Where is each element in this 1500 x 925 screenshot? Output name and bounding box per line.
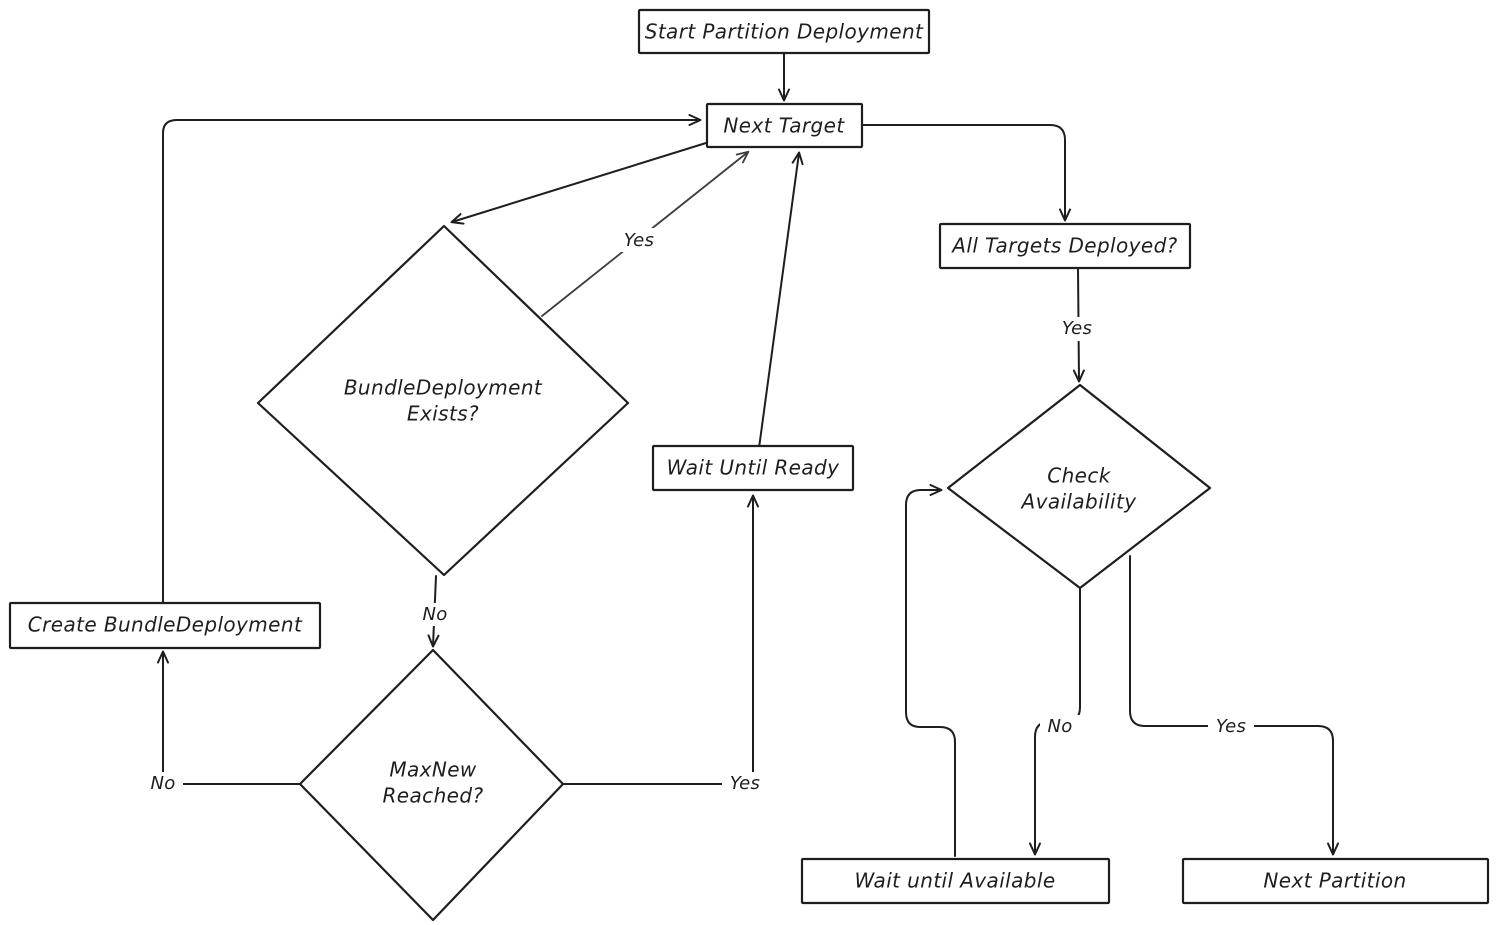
edge-check-avail-yes-to-next-partition — [1129, 555, 1339, 856]
node-next-partition[interactable]: Next Partition — [1181, 857, 1490, 905]
node-label: Next Target — [723, 114, 845, 138]
node-bundledeployment-exists[interactable]: BundleDeployment Exists? — [256, 224, 630, 577]
node-wait-until-ready[interactable]: Wait Until Ready — [651, 444, 855, 492]
node-check-availability[interactable]: Check Availability — [946, 383, 1212, 590]
edge-next-target-to-bd-exists — [450, 142, 707, 225]
edge-label-text: Yes — [1216, 716, 1246, 737]
edge-label-all-deployed-yes: Yes — [1054, 317, 1100, 341]
node-next-target[interactable]: Next Target — [705, 102, 864, 149]
edge-label-text: No — [150, 773, 175, 794]
edge-label-text: Yes — [624, 230, 654, 251]
edge-wait-ready-to-next-target — [758, 151, 804, 449]
node-start-partition-deployment[interactable]: Start Partition Deployment — [637, 8, 931, 55]
node-label: Wait until Available — [854, 869, 1055, 893]
edge-label-check-avail-yes: Yes — [1208, 715, 1254, 739]
node-maxnew-reached[interactable]: MaxNew Reached? — [298, 648, 565, 922]
edge-maxnew-yes-to-wait-ready — [562, 494, 759, 785]
edge-label-text: Yes — [1062, 318, 1092, 339]
edge-label-text: Yes — [730, 773, 760, 794]
node-label: Start Partition Deployment — [645, 20, 924, 44]
edge-label-bd-exists-no: No — [415, 603, 455, 626]
node-label-line2: Reached? — [383, 784, 484, 808]
edge-create-bd-to-next-target — [162, 114, 702, 603]
edge-maxnew-no-to-create-bd — [157, 650, 301, 785]
edge-label-text: No — [422, 604, 447, 625]
node-label-line2: Availability — [1020, 490, 1138, 514]
node-all-targets-deployed[interactable]: All Targets Deployed? — [938, 222, 1192, 270]
edge-label-maxnew-no: No — [143, 772, 183, 795]
node-label: All Targets Deployed? — [950, 234, 1177, 258]
node-label-line1: MaxNew — [389, 758, 477, 782]
edge-label-bd-exists-yes: Yes — [616, 228, 662, 252]
edge-label-text: No — [1047, 716, 1072, 737]
node-label: Create BundleDeployment — [28, 613, 303, 637]
node-label-line2: Exists? — [407, 402, 479, 426]
node-label: Wait Until Ready — [667, 456, 840, 480]
node-label-line1: Check — [1047, 464, 1112, 488]
edge-wait-available-to-check-avail — [905, 484, 956, 857]
node-wait-until-available[interactable]: Wait until Available — [800, 857, 1111, 905]
edge-label-maxnew-yes: Yes — [722, 772, 768, 796]
node-label-line1: BundleDeployment — [344, 376, 543, 400]
node-create-bundledeployment[interactable]: Create BundleDeployment — [8, 601, 322, 650]
edge-next-target-to-all-deployed — [861, 124, 1071, 222]
node-label: Next Partition — [1263, 869, 1406, 893]
edge-label-check-avail-no: No — [1040, 715, 1080, 738]
